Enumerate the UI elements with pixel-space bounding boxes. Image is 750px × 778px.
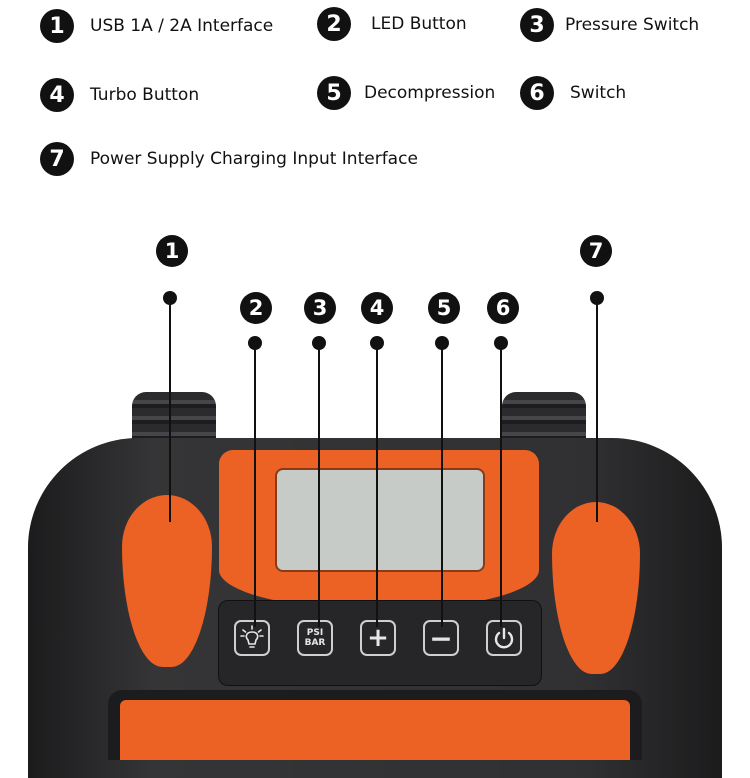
number-badge: 1 bbox=[40, 9, 74, 43]
callout-2: 2 bbox=[240, 292, 272, 324]
number-badge: 3 bbox=[520, 8, 554, 42]
led-button[interactable] bbox=[234, 620, 270, 656]
minus-icon: − bbox=[429, 621, 453, 655]
leader-line-6 bbox=[500, 345, 502, 627]
legend-item-4: 4 Turbo Button bbox=[40, 78, 199, 112]
number-badge: 4 bbox=[40, 78, 74, 112]
callout-3: 3 bbox=[304, 292, 336, 324]
leader-line-1 bbox=[169, 300, 171, 522]
legend-label: Switch bbox=[570, 83, 627, 103]
power-switch-button[interactable] bbox=[486, 620, 522, 656]
pressure-switch-button[interactable]: PSI BAR bbox=[297, 620, 333, 656]
callout-5: 5 bbox=[428, 292, 460, 324]
number-badge: 5 bbox=[317, 76, 351, 110]
charging-port-cover[interactable] bbox=[552, 502, 640, 674]
number-badge: 2 bbox=[317, 7, 351, 41]
leader-line-3 bbox=[318, 345, 320, 627]
legend-label: LED Button bbox=[371, 14, 467, 34]
leader-dot-5 bbox=[435, 336, 449, 350]
number-badge: 7 bbox=[40, 142, 74, 176]
leader-dot-7 bbox=[590, 291, 604, 305]
leader-dot-2 bbox=[248, 336, 262, 350]
legend-item-1: 1 USB 1A / 2A Interface bbox=[40, 9, 273, 43]
legend-item-5: 5 Decompression bbox=[317, 76, 495, 110]
legend-item-3: 3 Pressure Switch bbox=[520, 8, 699, 42]
number-badge: 6 bbox=[520, 76, 554, 110]
plus-icon: + bbox=[367, 623, 389, 653]
leader-dot-1 bbox=[163, 291, 177, 305]
legend-label: Decompression bbox=[364, 83, 496, 103]
leader-line-4 bbox=[376, 345, 378, 627]
callout-7: 7 bbox=[580, 235, 612, 267]
power-icon bbox=[494, 627, 514, 649]
callout-1: 1 bbox=[156, 235, 188, 267]
callout-6: 6 bbox=[487, 292, 519, 324]
control-keypad bbox=[218, 600, 542, 686]
usb-port-cover[interactable] bbox=[122, 495, 212, 667]
legend-label: Pressure Switch bbox=[565, 15, 700, 35]
psi-label: PSI bbox=[306, 628, 324, 638]
legend-label: Power Supply Charging Input Interface bbox=[90, 149, 418, 169]
turbo-button[interactable]: + bbox=[360, 620, 396, 656]
legend-label: USB 1A / 2A Interface bbox=[90, 16, 274, 36]
leader-line-7 bbox=[596, 300, 598, 522]
leader-line-5 bbox=[441, 345, 443, 627]
legend-label: Turbo Button bbox=[90, 85, 200, 105]
leader-dot-4 bbox=[370, 336, 384, 350]
legend-item-2: 2 LED Button bbox=[317, 7, 467, 41]
legend-item-6: 6 Switch bbox=[520, 76, 626, 110]
legend-item-7: 7 Power Supply Charging Input Interface bbox=[40, 142, 418, 176]
bar-label: BAR bbox=[304, 638, 326, 648]
bottom-orange-panel bbox=[120, 700, 630, 760]
lcd-display bbox=[275, 468, 485, 572]
leader-dot-6 bbox=[494, 336, 508, 350]
leader-line-2 bbox=[254, 345, 256, 627]
lightbulb-icon bbox=[240, 625, 264, 648]
leader-dot-3 bbox=[312, 336, 326, 350]
callout-4: 4 bbox=[361, 292, 393, 324]
